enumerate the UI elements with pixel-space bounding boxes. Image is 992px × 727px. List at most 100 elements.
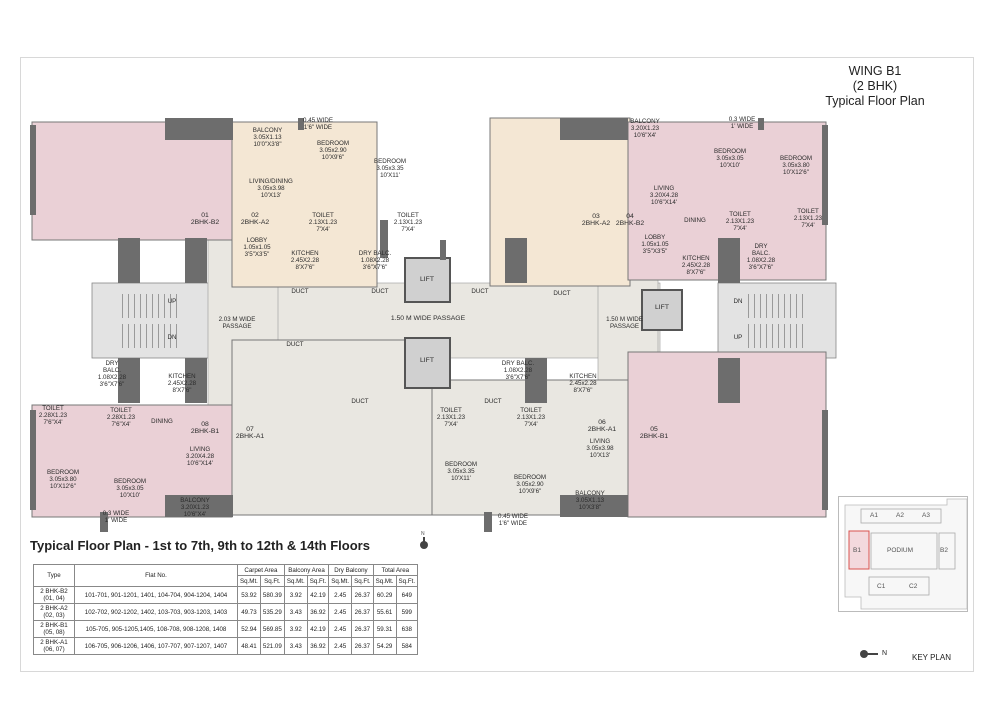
area-value-cell: 569.85 (259, 620, 285, 638)
stair-tread-left (146, 324, 147, 348)
plan-label-bedroom-02a: BEDROOM 3.05x2.90 10'X9'6" (317, 140, 349, 161)
plan-label-toilet-06a: TOILET 2.13X1.23 7'X4' (436, 407, 466, 428)
plan-label-duct-2: DUCT (371, 288, 389, 295)
stair-tread-left (170, 324, 171, 348)
key-block-c2: C2 (909, 583, 918, 590)
unit-01-area (31, 121, 233, 241)
unit-cell: Sq.Ft. (395, 575, 419, 587)
stair-tread-right (796, 324, 797, 348)
plan-label-kitchen-02: KITCHEN 2.45X2.28 8'X7'6" (290, 250, 320, 271)
stair-tread-right (802, 294, 803, 318)
stair-tread-left (140, 324, 141, 348)
stair-tread-right (772, 324, 773, 348)
area-value-cell: 3.43 (283, 637, 308, 655)
stair-left (91, 282, 211, 359)
plan-label-lift-1: LIFT (420, 276, 434, 283)
lift-shaft-2 (404, 337, 451, 389)
type-cell: 2 BHK-B1 (05, 08) (33, 620, 75, 638)
table-body: 2 BHK-B2 (01, 04)101-701, 901-1201, 1401… (33, 586, 419, 655)
stair-tread-left (122, 324, 123, 348)
table-header-row: Type Flat No. Carpet Area Balcony Area D… (33, 564, 419, 587)
key-plan-north-icon (860, 650, 878, 658)
flat-no-cell: 105-705, 905-1205,1405, 108-708, 908-120… (74, 620, 238, 638)
plan-label-dining-04: DINING (684, 217, 706, 224)
plan-label-flat-02: 02 2BHK-A2 (240, 212, 270, 226)
key-block-podium: PODIUM (887, 547, 913, 554)
area-value-cell: 638 (395, 620, 419, 638)
area-value-cell: 521.09 (259, 637, 285, 655)
plan-label-up-right: UP (733, 334, 743, 341)
plan-label-up-left: UP (167, 298, 177, 305)
stair-tread-left (146, 294, 147, 318)
table-row: 2 BHK-B2 (01, 04)101-701, 901-1201, 1401… (33, 586, 419, 604)
plan-label-drybalc-06: DRY BALC. 1.08X2.28 3'6"X7'6" (501, 360, 535, 381)
plan-label-drybalc-02: DRY BALC. 1.08X2.28 3'6"X7'6" (358, 250, 392, 271)
plan-label-duct-3: DUCT (471, 288, 489, 295)
stair-tread-left (122, 294, 123, 318)
wall-block (758, 118, 764, 130)
area-value-cell: 26.37 (351, 620, 374, 638)
table-north-label: N (421, 531, 425, 537)
area-value-cell: 59.31 (372, 620, 397, 638)
stair-tread-right (778, 324, 779, 348)
plan-label-toilet-02b: TOILET 2.13X1.23 7'X4' (393, 212, 423, 233)
plan-label-drybalc-08: DRY BALC. 1.08X2.28 3'6"X7'6" (97, 360, 127, 388)
plan-label-living-02: LIVING/DINING 3.05x3.98 10'X13' (249, 178, 293, 199)
wall-block (822, 125, 828, 225)
area-value-cell: 60.29 (372, 586, 397, 604)
plan-label-duct-7: DUCT (484, 398, 502, 405)
wall-block (118, 238, 140, 283)
plan-label-toilet-06b: TOILET 2.13X1.23 7'X4' (516, 407, 546, 428)
unit-cell: Sq.Ft. (351, 575, 374, 587)
wall-block (380, 220, 388, 258)
plan-label-bedroom-02b: BEDROOM 3.05x3.35 10'X11' (374, 158, 406, 179)
plan-label-duct-6: DUCT (351, 398, 369, 405)
plan-label-passage-right: 1.50 M WIDE PASSAGE (606, 316, 643, 330)
area-value-cell: 599 (395, 603, 419, 621)
area-value-cell: 36.92 (306, 637, 330, 655)
stair-tread-right (778, 294, 779, 318)
wall-block (560, 118, 628, 140)
plan-label-bedroom-04a: BEDROOM 3.05x3.05 10'X10' (714, 148, 746, 169)
key-plan-drawing (844, 498, 968, 610)
wall-block (525, 358, 547, 403)
wing-name: WING B1 (848, 64, 902, 78)
wall-block (718, 358, 740, 403)
plan-label-wide-045-top: 0.45 WIDE 1'6" WIDE (303, 117, 333, 131)
stair-tread-right (790, 294, 791, 318)
plan-label-balcony-06: BALCONY 3.05X1.13 10'X3'8" (575, 490, 605, 511)
unit-cell: Sq.Ft. (259, 575, 285, 587)
area-value-cell: 49.73 (237, 603, 261, 621)
plan-label-bedroom-06b: BEDROOM 3.05x2.90 10'X9'6" (514, 474, 546, 495)
wall-block (165, 118, 233, 140)
key-plan: A1 A2 A3 B1 PODIUM B2 C1 C2 (838, 496, 968, 612)
unit-cell: Sq.Mt. (237, 575, 261, 587)
stair-tread-left (158, 294, 159, 318)
plan-label-wide-03-bottom: 0.3 WIDE 1' WIDE (102, 510, 130, 524)
header-carpet: Carpet Area (237, 564, 285, 576)
unit-cell: Sq.Mt. (372, 575, 397, 587)
stair-tread-left (134, 294, 135, 318)
plan-label-dn-right: DN (733, 298, 743, 305)
type-cell: 2 BHK-A2 (02, 03) (33, 603, 75, 621)
stair-tread-left (128, 294, 129, 318)
plan-label-kitchen-08: KITCHEN 2.45X2.28 8'X7'6" (167, 373, 197, 394)
unit-02-area (231, 121, 378, 288)
key-block-c1: C1 (877, 583, 886, 590)
area-value-cell: 2.45 (328, 586, 353, 604)
area-table: Type Flat No. Carpet Area Balcony Area D… (33, 564, 419, 655)
plan-label-flat-05: 05 2BHK-B1 (639, 426, 669, 440)
area-value-cell: 3.92 (283, 620, 308, 638)
table-units-row: Sq.Mt. Sq.Ft. Sq.Mt. Sq.Ft. Sq.Mt. Sq.Ft… (34, 575, 419, 587)
stair-tread-left (152, 294, 153, 318)
table-north-icon (420, 537, 428, 549)
area-value-cell: 36.92 (306, 603, 330, 621)
plan-label-lift-2: LIFT (420, 357, 434, 364)
header-total: Total Area (372, 564, 419, 576)
area-value-cell: 42.19 (306, 620, 330, 638)
plan-label-duct-4: DUCT (553, 290, 571, 297)
plan-label-lift-3: LIFT (655, 304, 669, 311)
plan-label-bedroom-04b: BEDROOM 3.05x3.80 10'X12'6" (780, 155, 812, 176)
plan-label-duct-1: DUCT (291, 288, 309, 295)
key-plan-north-label: N (882, 650, 888, 657)
